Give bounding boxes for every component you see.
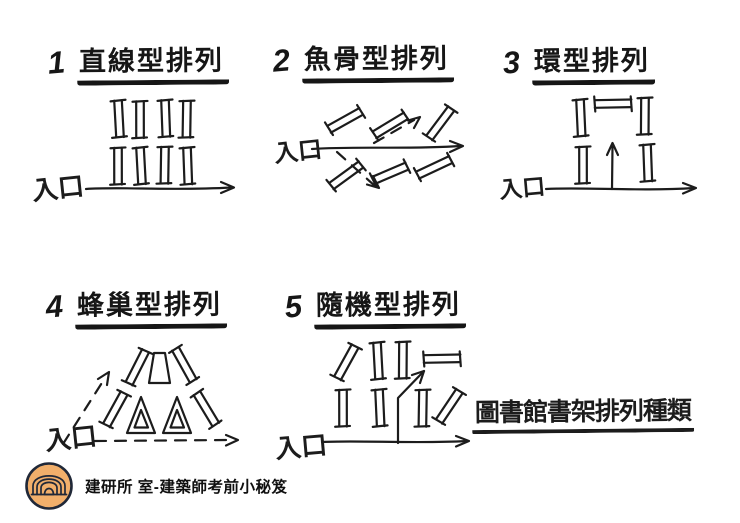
bookshelf [189, 387, 224, 431]
entry-arrow-up [605, 141, 620, 191]
bookshelf [370, 387, 389, 428]
circulation-arrow [544, 181, 698, 195]
panel-title-label: 蜂巢型排列 [75, 289, 228, 330]
bookshelf [178, 145, 197, 186]
bookshelf [131, 145, 151, 186]
bookshelf [323, 103, 367, 137]
panel-linear: 1 直線型排列 入口 [28, 44, 260, 216]
bookshelf [368, 108, 412, 143]
circulation-arrow [93, 433, 240, 447]
panel-title: 4 蜂巢型排列 [44, 288, 228, 330]
panel-title: 2 魚骨型排列 [271, 42, 455, 84]
panel-number: 5 [283, 288, 304, 325]
bookshelf [329, 340, 364, 384]
bookshelf [413, 388, 432, 429]
panel-title-label: 隨機型排列 [314, 289, 467, 330]
tent-shelf [161, 395, 193, 435]
panel-honeycomb: 4 蜂巢型排列 入口 [28, 288, 265, 468]
circulation-arrow [84, 180, 236, 195]
bookshelf [325, 156, 367, 194]
diagram-linear-arrangement: 入口 [30, 98, 236, 206]
panel-random: 5 隨機型排列 入口 [263, 288, 500, 468]
panel-title-label: 魚骨型排列 [302, 43, 455, 84]
panel-title: 3 環型排列 [501, 44, 656, 86]
entrance-label: 入口 [274, 430, 328, 464]
bookshelf-grid [108, 98, 197, 187]
bookshelf [412, 151, 456, 183]
diagram-fishbone-arrangement: 入口 [273, 102, 465, 194]
logo-circle [25, 462, 73, 510]
arch-glyph [30, 475, 68, 496]
panel-number: 4 [44, 288, 65, 325]
entrance-label: 入口 [500, 173, 546, 203]
panel-number: 3 [501, 44, 522, 81]
panel-number: 1 [46, 44, 67, 81]
bookshelf [635, 96, 654, 137]
diagram-ring-arrangement: 入口 [500, 95, 698, 203]
circulation-arrow [320, 434, 471, 448]
brand-text: 建研所 室-建築師考前小秘笈 [85, 479, 288, 496]
bookshelf [430, 385, 468, 427]
footer: 建研所 室-建築師考前小秘笈 [24, 461, 287, 511]
bookshelf [156, 98, 175, 139]
bookshelf [333, 388, 352, 429]
diagram-random-arrangement: 入口 [274, 340, 471, 464]
diagonal-arrow [61, 370, 111, 446]
bookshelf-grid [571, 95, 657, 186]
bookshelf [167, 343, 201, 387]
bookshelf [393, 340, 412, 381]
entrance-label: 入口 [43, 421, 98, 456]
trapezoid-shelf [147, 351, 172, 385]
branch-arrow-up [372, 115, 422, 145]
bookshelf [177, 99, 196, 140]
circulation-arrow [310, 139, 465, 154]
bookshelf [638, 142, 657, 183]
bookshelf [120, 345, 154, 389]
bookshelf-grid [98, 343, 224, 435]
tent-shelf [125, 395, 157, 435]
bookshelf [155, 145, 174, 186]
panel-title: 1 直線型排列 [46, 44, 230, 86]
branch-arrow-down [335, 150, 381, 190]
entrance-label: 入口 [30, 171, 85, 206]
panel-title: 5 隨機型排列 [283, 288, 467, 330]
panel-title-label: 直線型排列 [77, 45, 230, 86]
bookshelf [571, 97, 590, 138]
bookshelf [108, 146, 127, 187]
bookshelf [422, 350, 462, 368]
panel-fishbone: 2 魚骨型排列 入口 [262, 42, 494, 216]
panel-number: 2 [271, 42, 292, 79]
bookshelf [98, 387, 133, 431]
bookshelf [421, 102, 459, 144]
panel-title-label: 環型排列 [532, 45, 656, 86]
panel-ring: 3 環型排列 入口 [498, 44, 705, 212]
bookshelf [109, 98, 129, 139]
bookshelf [368, 340, 388, 381]
diagram-honeycomb-arrangement: 入口 [43, 343, 240, 456]
bookshelf [130, 99, 149, 140]
bookshelf [593, 95, 633, 113]
entrance-label: 入口 [273, 136, 324, 168]
bent-arrow [396, 369, 426, 445]
arch-logo-icon [25, 462, 73, 510]
sheet-title: 圖書館書架排列種類 [471, 397, 695, 434]
bookshelf [573, 145, 592, 186]
